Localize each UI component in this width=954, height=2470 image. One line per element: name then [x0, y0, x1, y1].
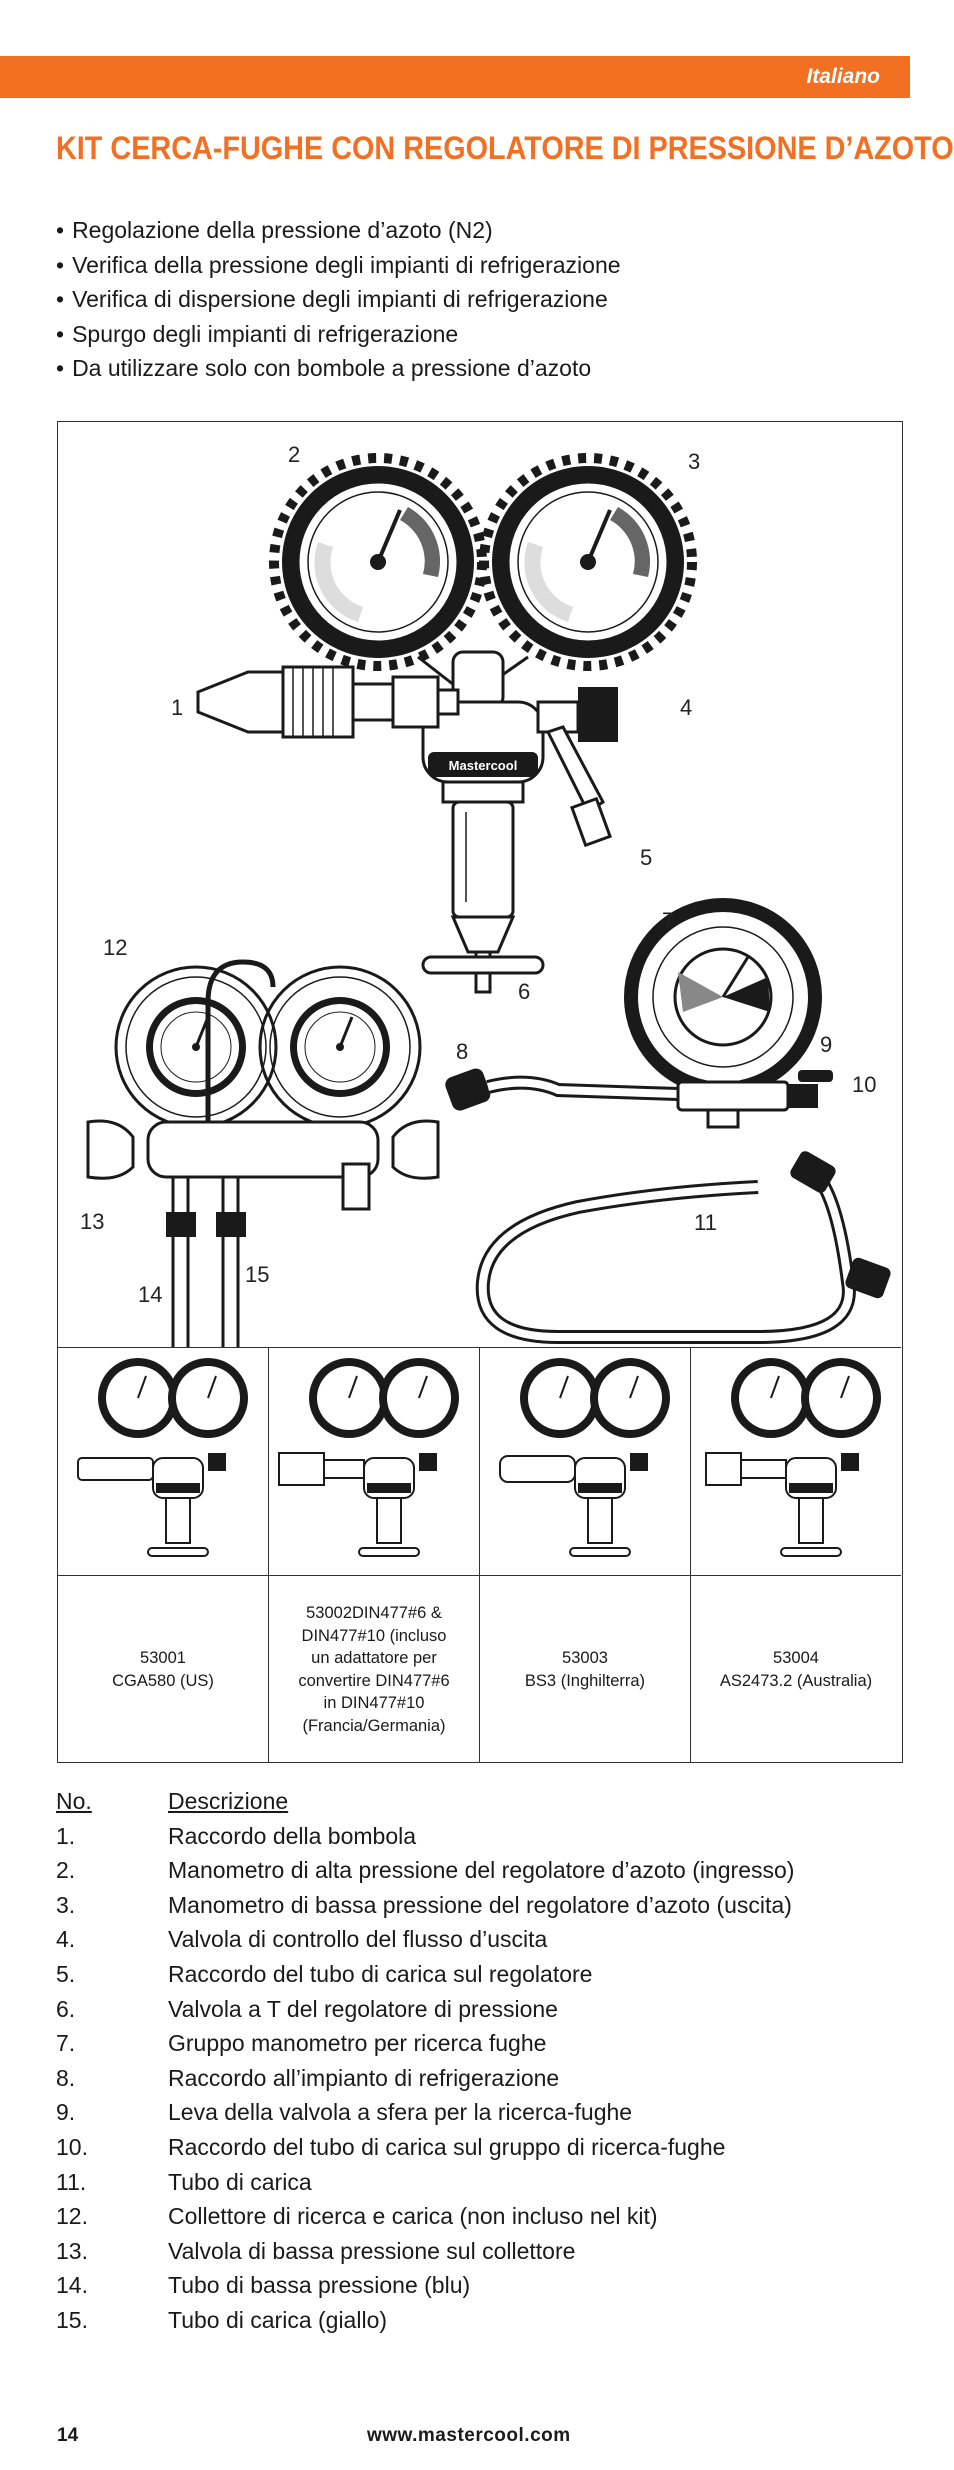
feature-list: Regolazione della pressione d’azoto (N2)…	[56, 213, 621, 386]
callout-8: 8	[456, 1039, 469, 1064]
model-cell: 53004 AS2473.2 (Australia)	[691, 1348, 901, 1763]
model-cell: 53002DIN477#6 & DIN477#10 (incluso un ad…	[269, 1348, 480, 1763]
part-description: Valvola a T del regolatore di pressione	[168, 1995, 558, 2022]
callout-2: 2	[288, 442, 301, 467]
model-table: 53001 CGA580 (US)	[58, 1347, 901, 1763]
part-description: Raccordo all’impianto di refrigerazione	[168, 2064, 560, 2091]
part-number: 5.	[56, 1960, 76, 1987]
part-description: Collettore di ricerca e carica (non incl…	[168, 2203, 658, 2230]
model-code: 53001	[140, 1649, 186, 1667]
part-number: 7.	[56, 2030, 76, 2057]
part-number: 4.	[56, 1926, 76, 1953]
header-no: No.	[56, 1788, 92, 1814]
low-pressure-gauge	[490, 464, 686, 660]
model-image	[480, 1348, 690, 1576]
part-number: 13.	[56, 2237, 88, 2264]
part-description: Raccordo del tubo di carica sul regolato…	[168, 1960, 593, 1987]
model-connection: convertire DIN477#6	[298, 1671, 450, 1690]
model-description: 53001 CGA580 (US)	[62, 1576, 264, 1763]
part-number: 11.	[56, 2168, 87, 2195]
part-description: Tubo di carica (giallo)	[168, 2306, 388, 2333]
high-pressure-gauge	[280, 464, 476, 660]
model-connection: un adattatore per	[311, 1649, 437, 1667]
feature-item: Spurgo degli impianti di refrigerazione	[56, 317, 621, 352]
callout-7: 7	[662, 908, 675, 933]
part-description: Raccordo della bombola	[168, 1822, 417, 1849]
model-code: 53003	[562, 1649, 608, 1667]
part-number: 3.	[56, 1891, 76, 1918]
model-connection: (Francia/Germania)	[302, 1716, 446, 1735]
part-number: 14.	[56, 2272, 88, 2299]
model-image	[691, 1348, 901, 1576]
callout-6: 6	[518, 979, 531, 1004]
model-code: 53002DIN477#6 &	[306, 1604, 442, 1622]
callout-3: 3	[688, 449, 701, 474]
kit-illustration: Mastercool	[86, 453, 891, 1347]
callout-5: 5	[640, 845, 653, 870]
model-connection: DIN477#10 (incluso	[301, 1626, 447, 1645]
part-number: 8.	[56, 2064, 76, 2091]
callout-14: 14	[138, 1282, 163, 1307]
model-description: 53003 BS3 (Inghilterra)	[484, 1576, 686, 1763]
part-description: Manometro di bassa pressione del regolat…	[168, 1891, 792, 1918]
part-description: Valvola di controllo del flusso d’uscita	[168, 1926, 548, 1953]
part-number: 15.	[56, 2306, 88, 2333]
page-title: KIT CERCA-FUGHE CON REGOLATORE DI PRESSI…	[56, 130, 954, 166]
model-connection: BS3 (Inghilterra)	[524, 1671, 646, 1690]
feature-item: Da utilizzare solo con bombole a pressio…	[56, 351, 621, 386]
model-description: 53002DIN477#6 & DIN477#10 (incluso un ad…	[273, 1576, 475, 1763]
part-description: Tubo di carica	[168, 2168, 312, 2195]
model-code: 53004	[773, 1649, 819, 1667]
part-number: 10.	[56, 2133, 88, 2160]
product-figure: Mastercool	[57, 421, 903, 1763]
part-description: Valvola di bassa pressione sul collettor…	[168, 2237, 576, 2264]
model-connection: in DIN477#10	[323, 1694, 425, 1712]
model-image	[269, 1348, 479, 1576]
header-description: Descrizione	[168, 1788, 289, 1814]
model-connection: CGA580 (US)	[112, 1671, 214, 1690]
part-description: Tubo di bassa pressione (blu)	[168, 2272, 471, 2299]
model-cell: 53001 CGA580 (US)	[58, 1348, 269, 1763]
callout-11: 11	[694, 1210, 717, 1235]
feature-item: Verifica di dispersione degli impianti d…	[56, 282, 621, 317]
callout-4: 4	[680, 695, 693, 720]
language-bar: Italiano	[0, 56, 910, 98]
part-number: 9.	[56, 2099, 76, 2126]
part-description: Manometro di alta pressione del regolato…	[168, 1857, 795, 1884]
footer-url: www.mastercool.com	[367, 2425, 571, 2446]
model-image	[58, 1348, 268, 1576]
callout-13: 13	[80, 1209, 105, 1234]
callout-15: 15	[245, 1262, 270, 1287]
page-number: 14	[57, 2425, 79, 2446]
model-description: 53004 AS2473.2 (Australia)	[695, 1576, 897, 1763]
part-description: Leva della valvola a sfera per la ricerc…	[168, 2099, 633, 2126]
part-description: Gruppo manometro per ricerca fughe	[168, 2030, 547, 2057]
model-cell: 53003 BS3 (Inghilterra)	[480, 1348, 691, 1763]
language-label: Italiano	[806, 65, 880, 88]
callout-9: 9	[820, 1032, 833, 1057]
brand-label: Mastercool	[449, 758, 518, 773]
part-number: 12.	[56, 2203, 88, 2230]
feature-item: Verifica della pressione degli impianti …	[56, 248, 620, 283]
part-number: 2.	[56, 1857, 76, 1884]
part-number: 1.	[56, 1822, 76, 1849]
callout-1: 1	[171, 695, 184, 720]
part-description: Raccordo del tubo di carica sul gruppo d…	[168, 2133, 726, 2160]
callout-10: 10	[852, 1072, 877, 1097]
feature-item: Regolazione della pressione d’azoto (N2)	[56, 213, 621, 248]
part-number: 6.	[56, 1995, 76, 2022]
model-connection: AS2473.2 (Australia)	[719, 1671, 873, 1690]
callout-12: 12	[103, 935, 128, 960]
